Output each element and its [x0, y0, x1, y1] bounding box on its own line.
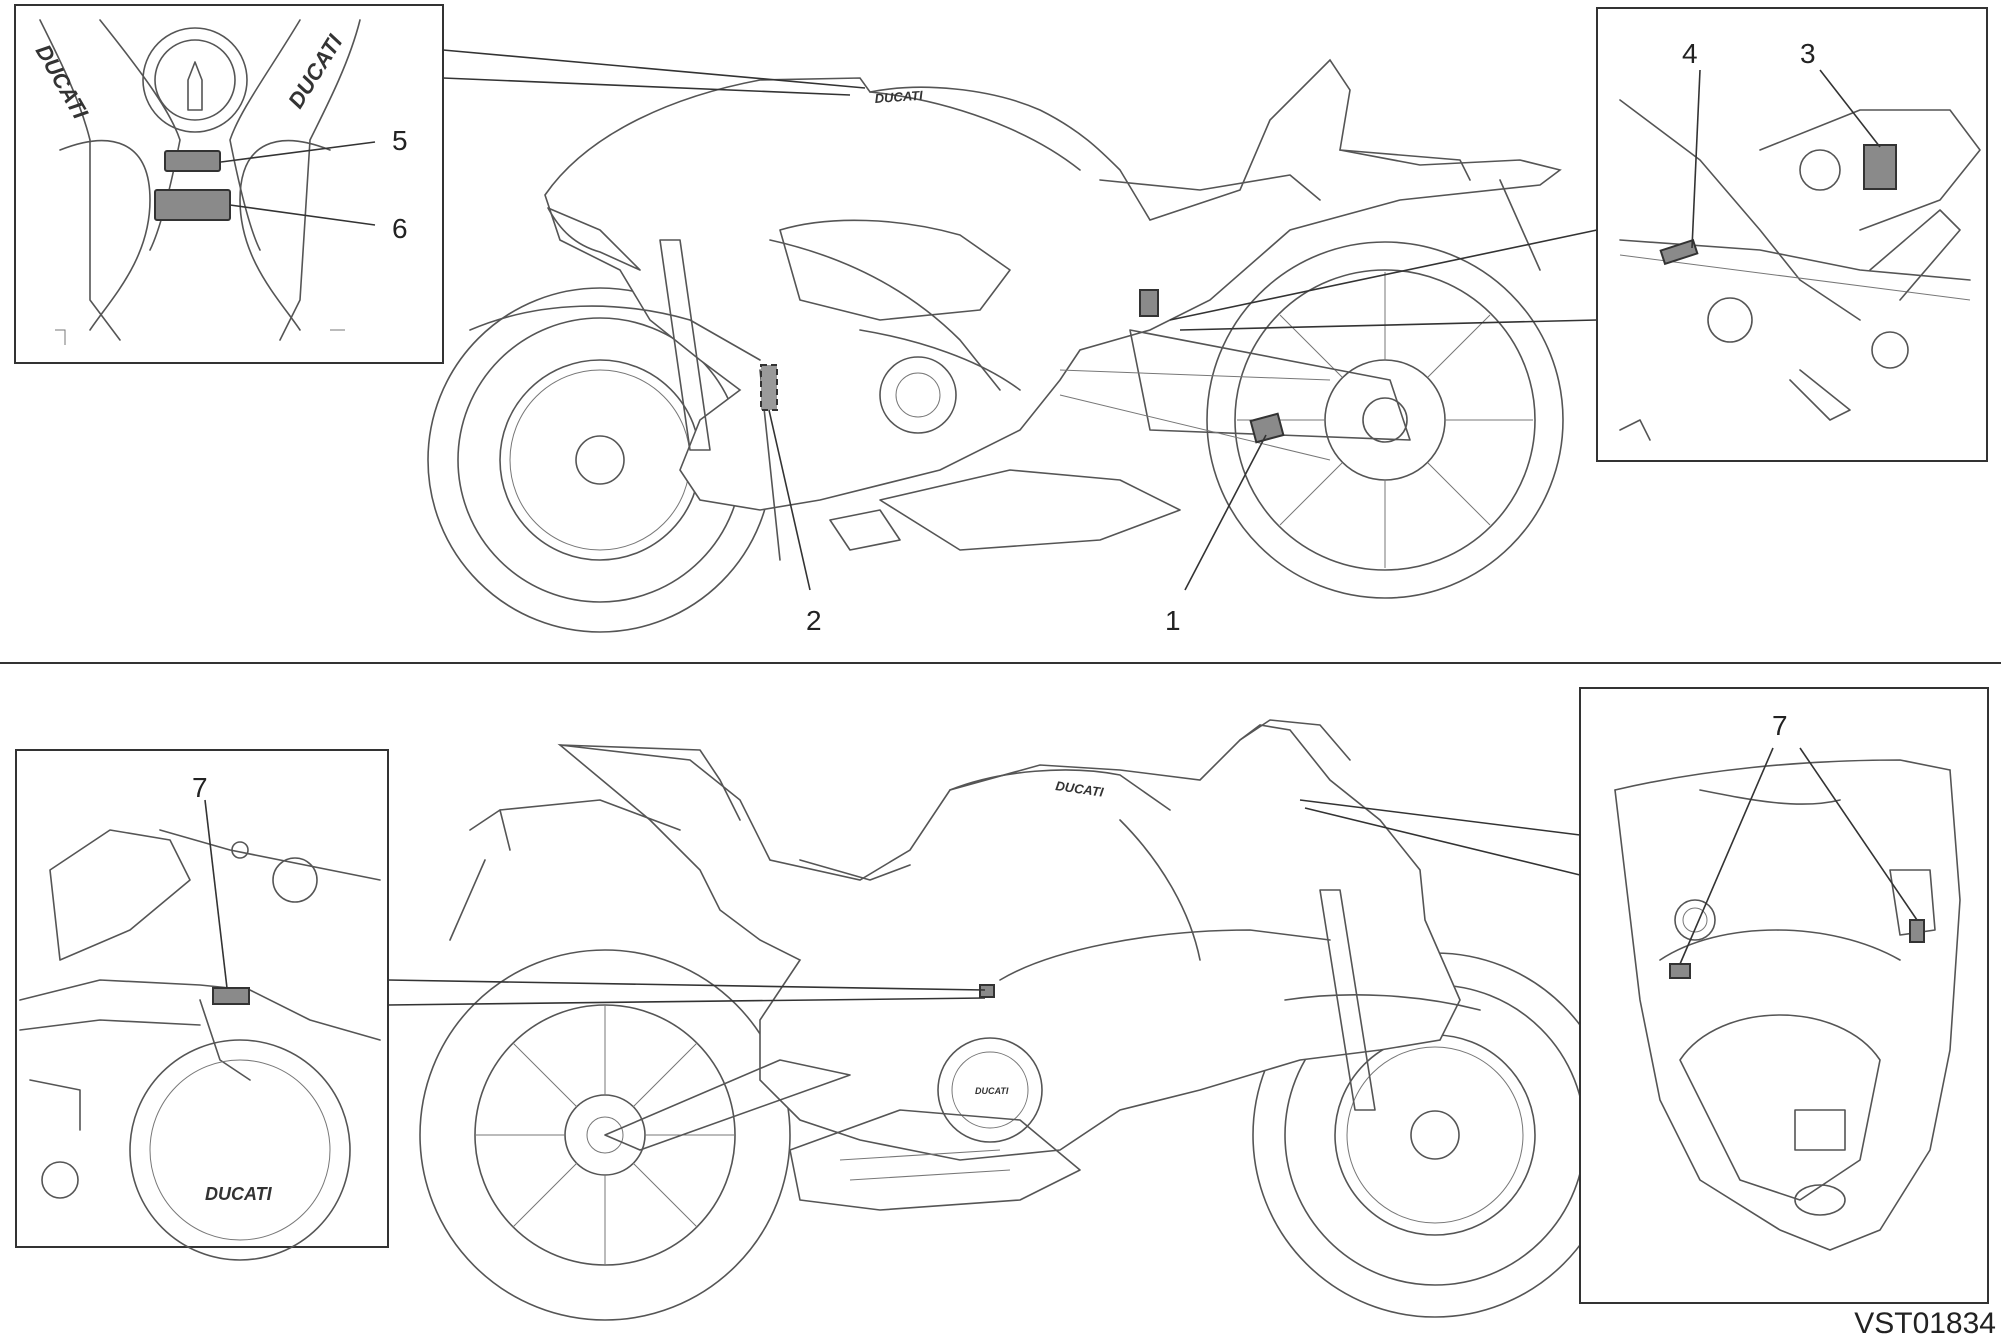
callout-3: 3	[1800, 38, 1816, 69]
bottom-callouts: 7 7	[192, 710, 1918, 989]
callout-1: 1	[1165, 605, 1181, 636]
inset-engine-logo: DUCATI	[205, 1184, 273, 1204]
label-2-patch	[760, 364, 778, 411]
bottom-rear-wheel	[419, 949, 791, 1321]
label-engine-patch	[1139, 289, 1159, 317]
callout-2: 2	[806, 605, 822, 636]
bottom-engine-logo: DUCATI	[975, 1086, 1009, 1096]
top-bodywork: DUCATI	[469, 58, 1562, 561]
label-7-frame-patch	[979, 984, 995, 998]
label-4-patch	[1659, 238, 1699, 266]
label-7-inset-right-patch-b	[1909, 919, 1925, 943]
callout-5: 5	[392, 125, 408, 156]
bottom-bodywork: DUCATI DUCATI	[449, 719, 1481, 1211]
callout-7-right: 7	[1772, 710, 1788, 741]
inset-frame-engine: DUCATI	[15, 749, 389, 1261]
inset-front-top	[1579, 687, 1989, 1304]
label-5-patch	[164, 150, 221, 172]
top-rear-wheel	[1206, 241, 1564, 599]
top-callouts: 5 6 4 3 2 1	[220, 38, 1881, 636]
callout-6: 6	[392, 213, 408, 244]
callout-4: 4	[1682, 38, 1698, 69]
label-7-inset-right-patch-a	[1669, 963, 1691, 979]
label-1-patch	[1249, 412, 1285, 444]
inset-tank-top: DUCATI DUCATI	[14, 4, 444, 364]
bottom-motorcycle-left-view: DUCATI DUCATI	[419, 719, 1618, 1321]
bottom-tank-logo: DUCATI	[1055, 778, 1105, 800]
label-3-patch	[1863, 144, 1897, 190]
inset-footpeg-area	[1596, 7, 1988, 462]
callout-7-left: 7	[192, 772, 208, 803]
bottom-inset-connectors	[387, 799, 1581, 1006]
top-inset-connectors	[442, 49, 1598, 331]
top-tank-logo: DUCATI	[874, 88, 923, 106]
figure-reference-code: VST01834	[1854, 1307, 1996, 1340]
top-motorcycle-right-view: DUCATI	[427, 58, 1564, 633]
label-7-inset-left-patch	[212, 987, 250, 1005]
label-6-patch	[154, 189, 231, 221]
